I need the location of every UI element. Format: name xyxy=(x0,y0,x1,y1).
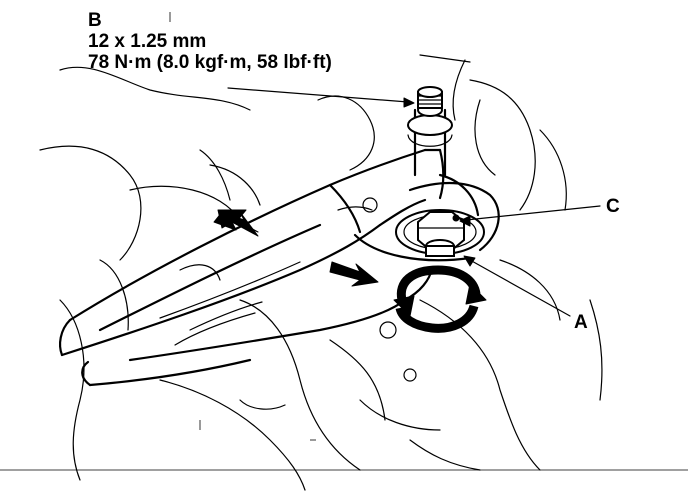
callout-b-thread-spec: 12 x 1.25 mm xyxy=(88,31,207,52)
lower-control-arm xyxy=(59,148,500,387)
direction-arrow-left-icon xyxy=(213,209,259,237)
callout-c: C xyxy=(606,196,620,217)
callout-b-torque-spec: 78 N·m (8.0 kgf·m, 58 lbf·ft) xyxy=(88,52,332,73)
flange-bolt-assembly xyxy=(395,209,485,257)
rotation-arrow-icon xyxy=(393,265,487,333)
direction-arrow-right-icon xyxy=(329,261,379,287)
ball-joint-assembly xyxy=(407,86,480,217)
reference-marks xyxy=(169,12,316,441)
leader-lines xyxy=(227,87,601,317)
callout-b-letter: B xyxy=(88,10,102,31)
callout-a: A xyxy=(574,312,588,333)
callout-b: B 12 x 1.25 mm 78 N·m (8.0 kgf·m, 58 lbf… xyxy=(88,10,332,73)
